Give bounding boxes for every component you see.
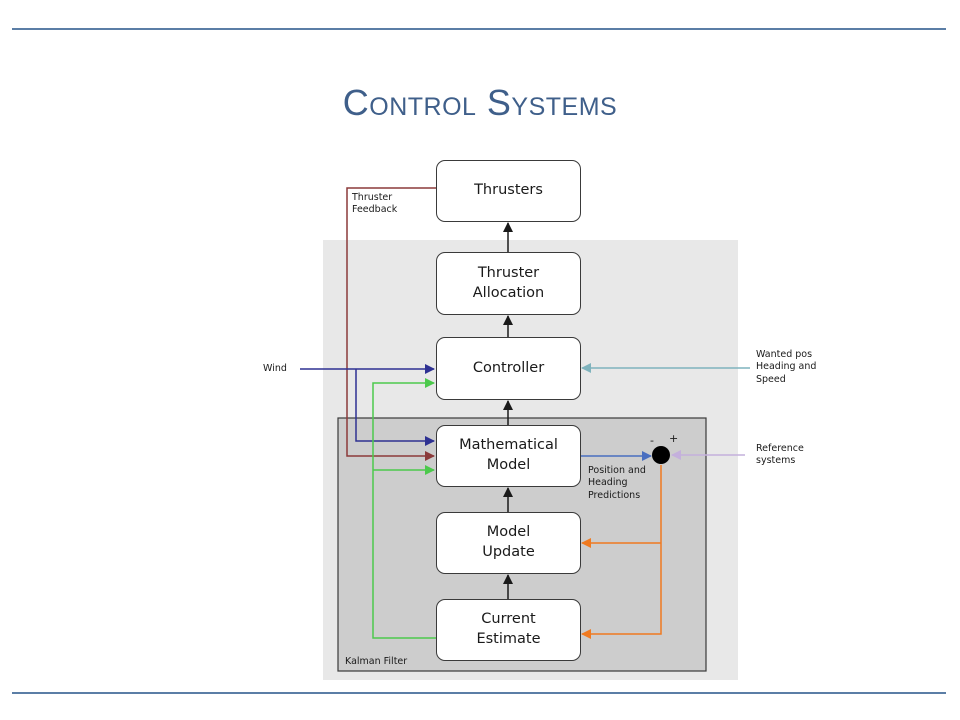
model-update-label: Model Update (482, 524, 535, 560)
wind-label: Wind (263, 363, 287, 374)
thruster-allocation-label: Thruster Allocation (472, 264, 545, 301)
kalman-filter-label: Kalman Filter (345, 656, 408, 667)
thrusters-block: Thrusters (436, 160, 581, 222)
current-estimate-block: Current Estimate (436, 599, 581, 661)
top-rule (12, 28, 946, 30)
wanted-pos-label: Wanted pos Heading and Speed (756, 349, 817, 385)
position-predictions-label: Position and Heading Predictions (588, 465, 646, 501)
summing-junction (652, 446, 670, 464)
thruster-feedback-line (346, 187, 436, 461)
reference-systems-label: Reference systems (756, 443, 804, 467)
thruster-allocation-block: Thruster Allocation (436, 252, 581, 315)
estimate-to-controller-line (372, 378, 436, 639)
mathematical-model-block: Mathematical Model (436, 425, 581, 487)
minus-sign: - (650, 434, 654, 447)
wind-to-model-line (355, 369, 435, 446)
error-feedback-line (581, 465, 662, 639)
mathematical-model-label: Mathematical Model (459, 437, 558, 473)
controller-block: Controller (436, 337, 581, 400)
slide-title: Control Systems (342, 82, 618, 123)
thruster-feedback-label: Thruster Feedback (352, 192, 398, 216)
current-estimate-label: Current Estimate (476, 611, 541, 647)
model-update-block: Model Update (436, 512, 581, 574)
bottom-rule (12, 692, 946, 694)
plus-sign: + (669, 432, 679, 445)
